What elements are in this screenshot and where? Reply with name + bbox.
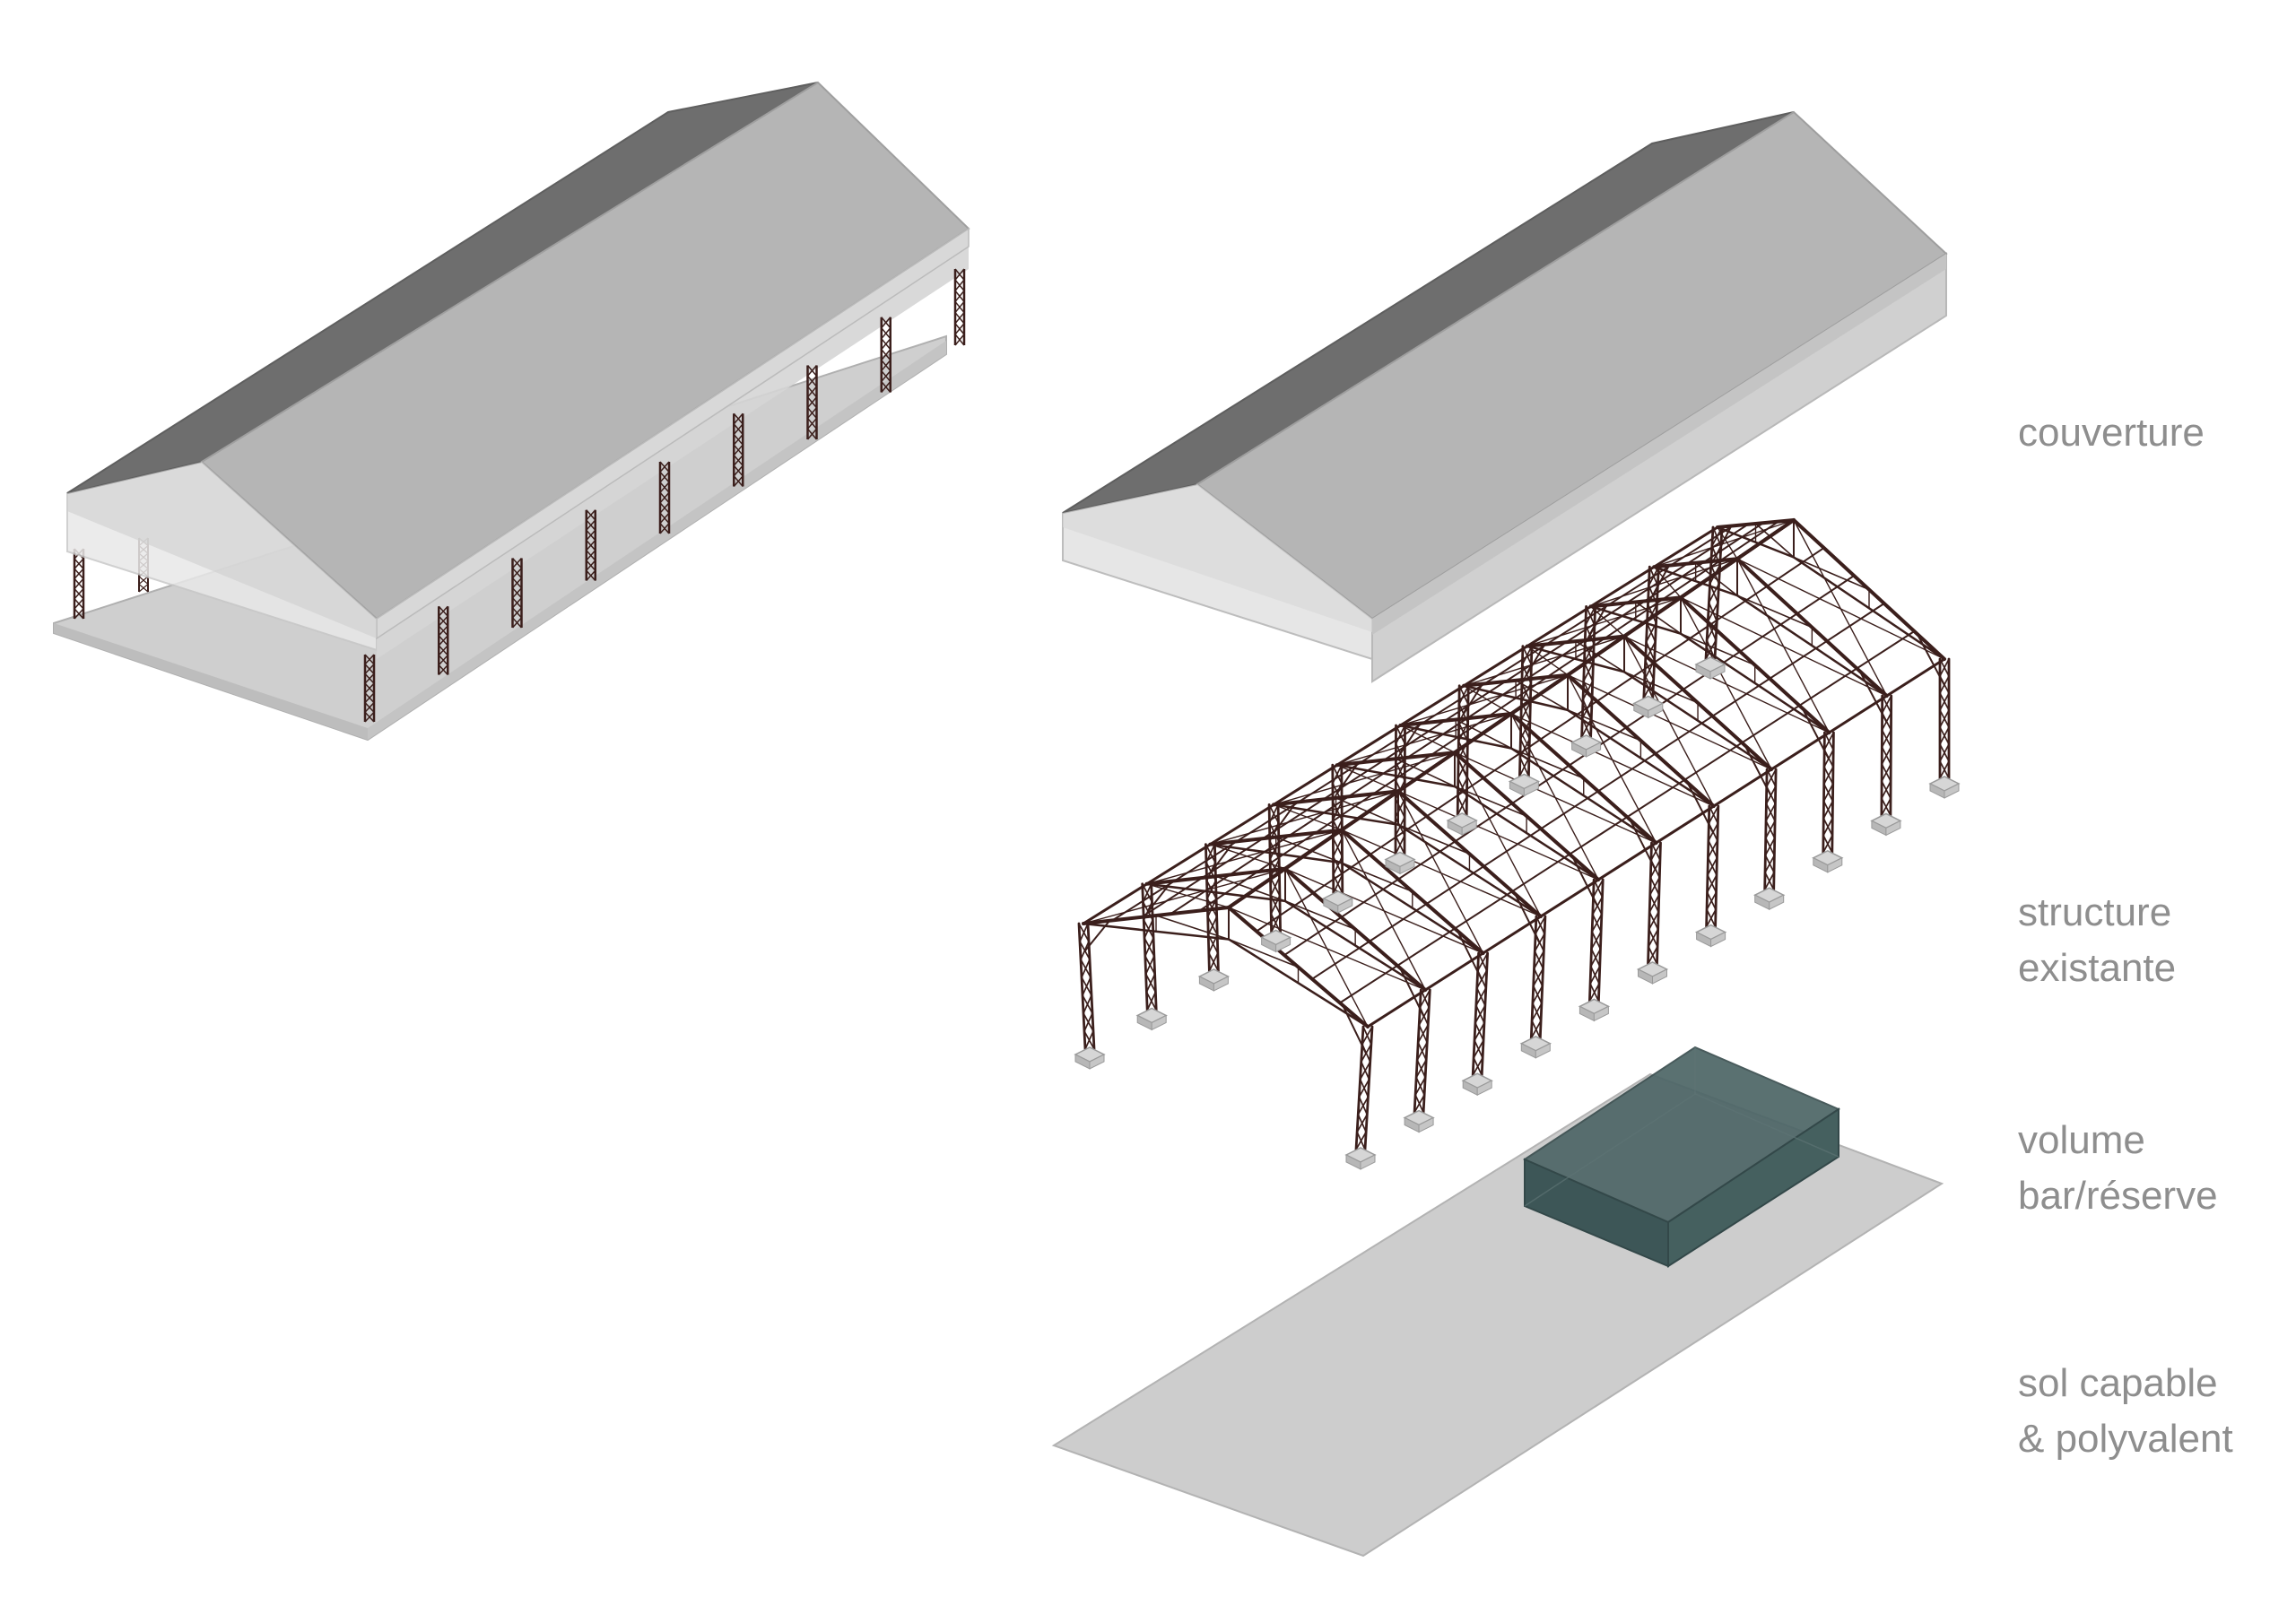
assembled-column <box>363 654 376 723</box>
label-volume-line-2: bar/réserve <box>2018 1174 2218 1218</box>
roof-layer-icon <box>1062 110 1948 683</box>
assembled-column <box>733 412 744 487</box>
label-structure-existante: structure existante <box>2018 885 2176 996</box>
label-structure-line-1: structure <box>2018 890 2172 934</box>
steel-portal-frame <box>1267 789 1547 1040</box>
assembled-column <box>438 605 449 676</box>
steel-portal-frame <box>1077 906 1374 1151</box>
steel-frame-icon <box>1074 518 1961 1170</box>
assembled-column <box>511 557 523 629</box>
steel-portal-frame <box>1331 751 1605 1002</box>
steel-portal-frame <box>1642 557 1893 817</box>
assembled-column <box>806 365 818 440</box>
steel-portal-frame <box>1704 518 1951 780</box>
assembled-column <box>658 461 671 534</box>
steel-footings <box>1074 656 1961 1170</box>
steel-portal-frame <box>1518 634 1778 891</box>
label-volume-bar-reserve: volume bar/réserve <box>2018 1113 2218 1224</box>
assembled-column <box>880 317 891 393</box>
assembled-column <box>73 548 85 620</box>
label-structure-line-2: existante <box>2018 946 2177 990</box>
steel-portal-frame <box>1580 595 1835 855</box>
assembled-column <box>953 268 966 346</box>
label-couverture: couverture <box>2018 405 2205 461</box>
assembled-column <box>585 509 596 581</box>
label-sol-capable: sol capable & polyvalent <box>2018 1356 2233 1467</box>
steel-portal-frame <box>1394 712 1662 966</box>
label-couverture-line-1: couverture <box>2018 411 2205 455</box>
label-volume-line-1: volume <box>2018 1118 2145 1162</box>
label-sol-line-2: & polyvalent <box>2018 1417 2233 1461</box>
bar-volume-icon <box>1522 1046 1841 1268</box>
label-sol-line-1: sol capable <box>2018 1361 2218 1405</box>
assembled-hall-icon <box>53 81 970 742</box>
steel-portal-frame <box>1141 866 1431 1114</box>
